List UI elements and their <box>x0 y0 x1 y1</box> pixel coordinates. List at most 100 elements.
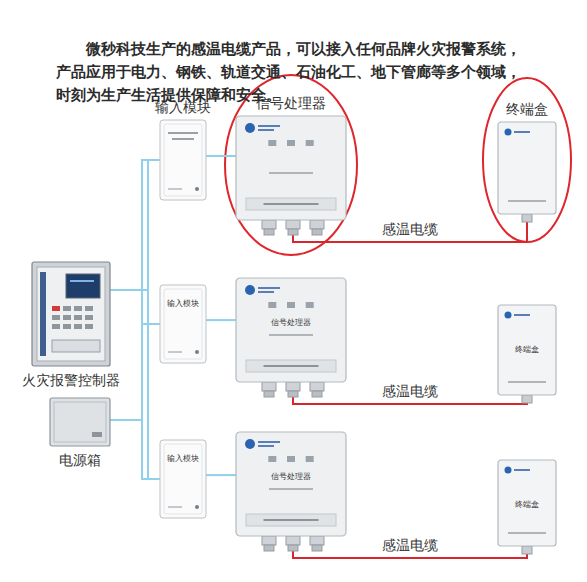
module-body <box>160 440 206 518</box>
indicator-led <box>195 505 199 509</box>
alarm-controller: 火灾报警控制器 <box>32 262 110 366</box>
print-mark <box>258 125 280 127</box>
highlight-ellipse <box>483 78 571 242</box>
processor-body <box>236 278 346 382</box>
indicator-led <box>195 350 199 354</box>
cable-gland <box>262 220 276 229</box>
signal-processor: 信号处理器 <box>236 278 346 382</box>
processor-body <box>236 432 346 536</box>
status-led <box>306 140 314 146</box>
screen-line <box>70 280 94 282</box>
signal-wire <box>206 155 236 157</box>
cable-gland <box>288 229 298 235</box>
terminal-gland <box>522 395 532 403</box>
device-drawing <box>236 432 346 536</box>
terminal-body <box>498 305 556 395</box>
device-drawing <box>160 285 206 363</box>
device-drawing <box>160 120 206 200</box>
input-module: 输入模块 <box>160 285 206 363</box>
cabinet-panel <box>37 267 105 361</box>
logo-mark <box>245 285 255 295</box>
logo-mark <box>505 129 512 136</box>
print-mark <box>264 519 319 521</box>
gland-group <box>262 536 324 551</box>
side-strip <box>40 272 46 356</box>
signal-processor: 信号处理器 <box>236 116 346 220</box>
status-led <box>287 302 295 308</box>
cabinet-body <box>32 262 110 366</box>
print-mark <box>508 381 546 383</box>
logo-mark <box>505 312 512 319</box>
key-button <box>52 324 60 329</box>
cable-label: 感温电缆 <box>379 221 441 238</box>
device-print: 输入模块 <box>160 454 206 464</box>
device-drawing <box>160 440 206 518</box>
cable-gland <box>262 382 276 391</box>
terminal-box: 终端盒 <box>498 122 556 214</box>
cable-gland <box>286 536 300 545</box>
print-mark <box>168 132 198 134</box>
key-button <box>74 306 82 311</box>
printer-slot <box>52 340 100 352</box>
print-mark <box>514 131 530 133</box>
gland-group <box>262 220 324 235</box>
gland-group <box>262 382 324 397</box>
device-print: 终端盒 <box>498 500 556 510</box>
terminal-box: 终端盒 <box>498 305 556 395</box>
power-switch <box>92 432 102 437</box>
print-mark <box>168 188 182 190</box>
terminal-body <box>498 460 556 546</box>
print-mark <box>269 488 313 490</box>
cable-label: 感温电缆 <box>379 537 441 554</box>
terminal-gland <box>522 546 532 554</box>
signal-wire <box>206 319 236 321</box>
print-mark <box>269 172 313 174</box>
status-led <box>268 456 276 462</box>
print-mark <box>264 203 319 205</box>
cable-label: 感温电缆 <box>379 383 441 400</box>
processor-body <box>236 116 346 220</box>
power-panel <box>54 402 106 442</box>
key-button <box>52 315 60 320</box>
cable-gland <box>288 545 298 551</box>
key-button <box>52 306 60 311</box>
print-mark <box>514 314 530 316</box>
signal-wire <box>110 420 160 479</box>
cable-gland <box>312 229 322 235</box>
device-drawing <box>236 278 346 382</box>
status-led <box>306 456 314 462</box>
company-bar <box>246 360 336 372</box>
device-print: 终端盒 <box>498 345 556 355</box>
key-button <box>85 324 93 329</box>
indicator-led <box>195 187 199 191</box>
signal-wire <box>206 474 236 476</box>
intro-text: 微秒科技生产的感温电缆产品，可以接入任何品牌火灾报警系统，产品应用于电力、钢铁、… <box>56 38 526 107</box>
print-mark <box>258 291 274 293</box>
status-led <box>268 302 276 308</box>
key-button <box>63 315 71 320</box>
signal-processor: 信号处理器 <box>236 432 346 536</box>
device-drawing <box>498 122 556 214</box>
device-print: 信号处理器 <box>236 318 346 328</box>
cable-gland <box>310 536 324 545</box>
cable-gland <box>262 536 276 545</box>
input-module: 输入模块 <box>160 440 206 518</box>
power-box: 电源箱 <box>50 398 110 446</box>
print-mark <box>258 287 280 289</box>
print-mark <box>168 506 182 508</box>
cable-gland <box>312 391 322 397</box>
cable-gland <box>312 545 322 551</box>
key-button <box>63 324 71 329</box>
logo-mark <box>245 439 255 449</box>
print-mark <box>172 138 194 140</box>
print-mark <box>264 365 319 367</box>
cable-gland <box>288 391 298 397</box>
power-body <box>50 398 110 446</box>
cable-gland <box>264 391 274 397</box>
device-print: 输入模块 <box>160 299 206 309</box>
terminal-box: 终端盒 <box>498 460 556 546</box>
device-drawing <box>50 398 110 446</box>
print-mark <box>258 445 274 447</box>
logo-mark <box>245 123 255 133</box>
